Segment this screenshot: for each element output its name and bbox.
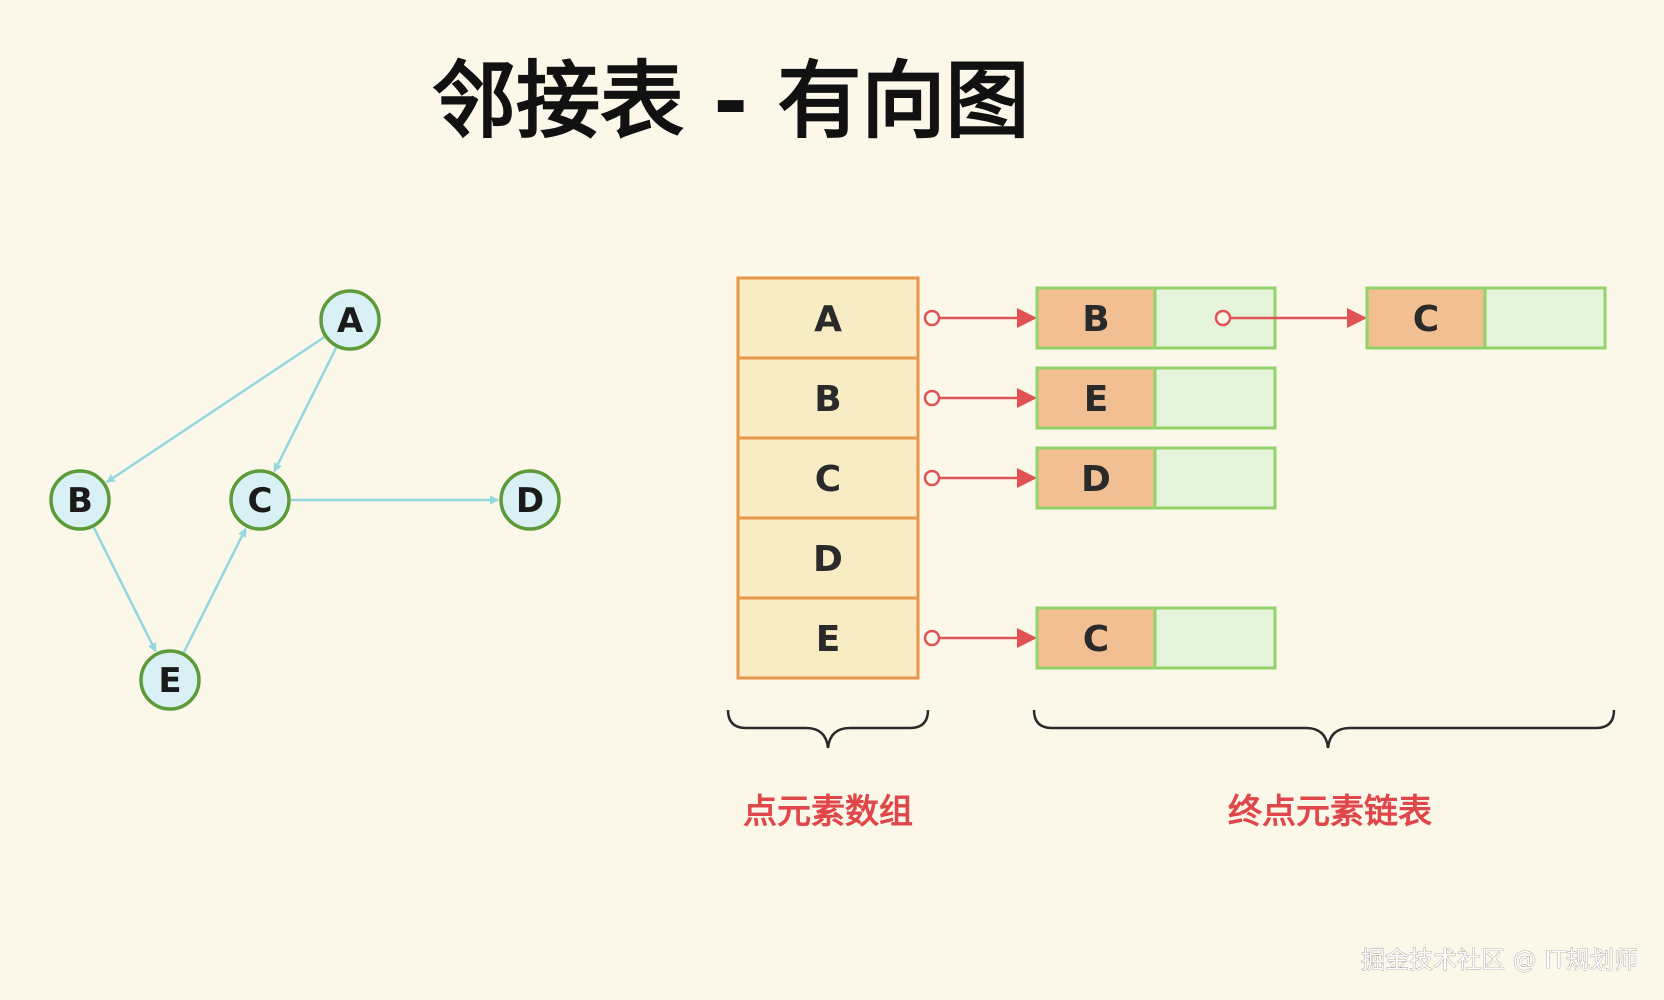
vertex-cell-label: B [814, 379, 841, 420]
watermark: 掘金技术社区 @ IT规划师 [1361, 946, 1638, 974]
vertex-array-brace [726, 709, 930, 749]
edge-e-c [182, 527, 247, 653]
pointer-origin [1214, 309, 1232, 327]
list-node-label: D [1081, 459, 1111, 500]
vertex-cell-label: A [814, 299, 842, 340]
list-node-a-c: C [1365, 286, 1607, 350]
pointer-origin [923, 629, 941, 647]
list-node-label: B [1082, 299, 1109, 340]
node-a: A [319, 289, 381, 351]
graph-nodes: A B C D E [49, 289, 561, 711]
linked-list-brace [1032, 709, 1616, 749]
list-node-next [1153, 366, 1277, 430]
vertex-cell-label: C [815, 459, 841, 500]
node-label: B [67, 481, 93, 521]
list-node-c-d: D [1035, 446, 1277, 510]
list-node-b-e: E [1035, 366, 1277, 430]
list-node-value [1035, 606, 1157, 670]
node-e: E [139, 649, 201, 711]
list-node-next [1153, 606, 1277, 670]
vertex-array-label: 点元素数组 [743, 792, 913, 832]
edge-b-e [92, 527, 157, 653]
node-label: A [337, 301, 364, 341]
pointer-origin [923, 469, 941, 487]
graph-edges [92, 336, 499, 653]
node-d: D [499, 469, 561, 531]
list-node-value [1035, 286, 1157, 350]
list-node-value [1365, 286, 1487, 350]
vertex-cell [736, 276, 920, 360]
edge-a-b [105, 336, 325, 484]
list-node-a-b: B [1035, 286, 1367, 350]
list-node-value [1035, 446, 1157, 510]
linked-list-label: 终点元素链表 [1228, 792, 1432, 832]
diagram-title: 邻接表 - 有向图 [432, 52, 1029, 150]
node-circle [49, 469, 111, 531]
vertex-cell [736, 436, 920, 520]
node-label: E [158, 661, 181, 701]
list-node-label: C [1413, 299, 1439, 340]
vertex-row-d: D [736, 516, 920, 600]
node-circle [499, 469, 561, 531]
vertex-cell-label: E [816, 619, 841, 660]
vertex-cell [736, 596, 920, 680]
vertex-cell [736, 356, 920, 440]
list-node-e-c: C [1035, 606, 1277, 670]
node-b: B [49, 469, 111, 531]
vertex-cell-label: D [813, 539, 843, 580]
pointer-origin [923, 389, 941, 407]
node-label: D [516, 481, 544, 521]
list-node-value [1035, 366, 1157, 430]
list-node-next [1483, 286, 1607, 350]
edge-a-c [273, 347, 338, 473]
vertex-row-a: A B C [736, 276, 1607, 360]
pointer-origin [923, 309, 941, 327]
list-node-next [1153, 446, 1277, 510]
list-node-label: C [1083, 619, 1109, 660]
node-label: C [248, 481, 273, 521]
directed-graph: A B C D E [49, 289, 561, 711]
list-node-label: E [1084, 379, 1109, 420]
node-c: C [229, 469, 291, 531]
node-circle [229, 469, 291, 531]
node-circle [139, 649, 201, 711]
node-circle [319, 289, 381, 351]
